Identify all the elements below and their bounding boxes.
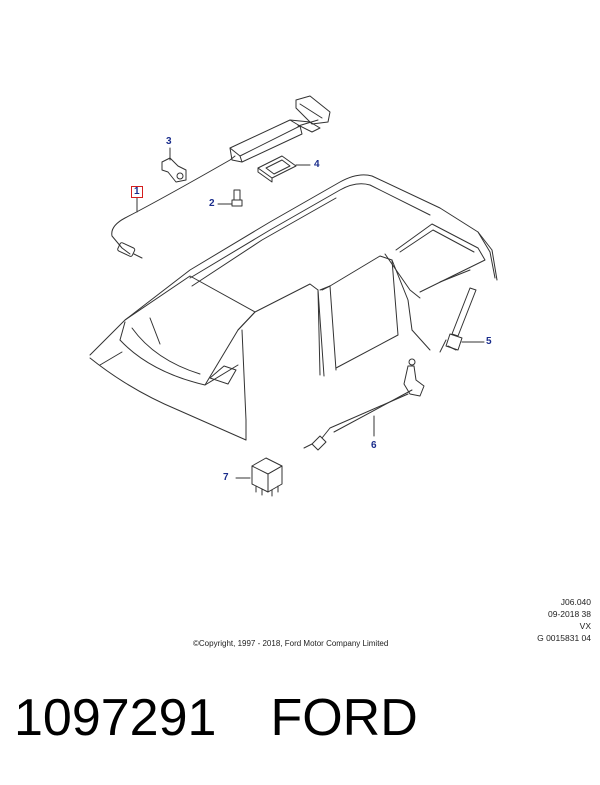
reference-code: J06.040 (560, 597, 591, 607)
part-6-aerial-lead[interactable] (303, 358, 425, 451)
callout-7[interactable]: 7 (223, 472, 229, 483)
reference-date: 09-2018 38 (547, 609, 591, 619)
callout-3[interactable]: 3 (166, 136, 172, 147)
part-number: 1097291 (14, 689, 217, 747)
reference-id: G 0015831 04 (537, 633, 591, 643)
part-1-antenna-cable[interactable] (111, 155, 236, 259)
part-7-relay[interactable] (235, 457, 283, 497)
reference-model: VX (579, 621, 591, 631)
callout-1-selected[interactable]: 1 (131, 186, 143, 198)
vehicle-outline (89, 174, 498, 441)
footer-title: 1097291 FORD (14, 688, 418, 748)
callout-2[interactable]: 2 (209, 198, 215, 209)
reference-block: J06.040 09-2018 38 VX G 0015831 04 (537, 596, 591, 644)
part-5-aerial-mast[interactable] (439, 287, 485, 353)
antenna-module (229, 95, 331, 163)
part-4-bracket[interactable] (257, 155, 311, 183)
callout-6[interactable]: 6 (371, 440, 377, 451)
part-2-screw[interactable] (217, 189, 243, 207)
copyright-text: ©Copyright, 1997 - 2018, Ford Motor Comp… (193, 639, 389, 648)
brand-name: FORD (270, 689, 418, 747)
callout-5[interactable]: 5 (486, 336, 492, 347)
part-3-clip[interactable] (161, 147, 187, 183)
parts-diagram (89, 95, 498, 497)
callout-4[interactable]: 4 (314, 159, 320, 170)
